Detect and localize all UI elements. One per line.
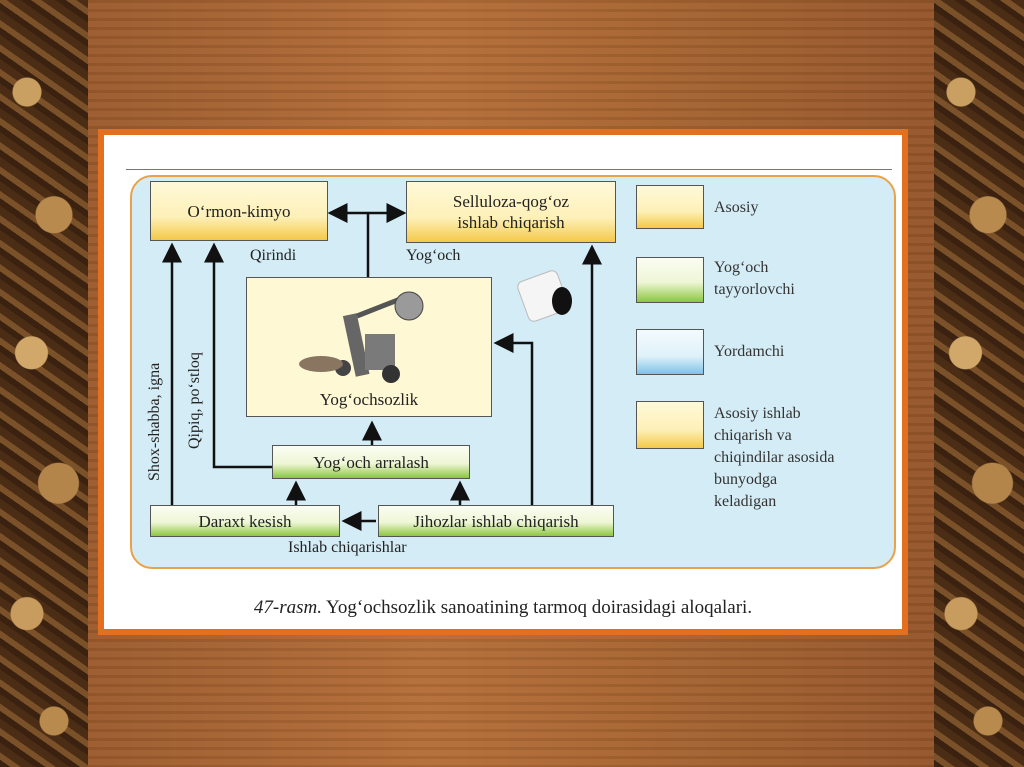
box-jihozlar-label: Jihozlar ishlab chiqarish	[413, 511, 579, 531]
legend-line: Yog‘och	[714, 259, 769, 276]
legend-line: Yordamchi	[714, 343, 785, 360]
legend-text-yordamchi: Yordamchi	[714, 341, 784, 363]
top-rule	[126, 169, 892, 170]
legend-swatch-yogoch-tayyorlovchi	[636, 257, 704, 303]
legend-text-asosiy-ishlab: Asosiy ishlab chiqarish va chiqindilar a…	[714, 403, 834, 513]
arrow-jihozlar-yogochsozlik	[493, 333, 534, 505]
timber-machine-illustration	[299, 291, 424, 383]
label-ishlab-chiqarishlar: Ishlab chiqarishlar	[288, 539, 407, 556]
box-daraxt-kesish-label: Daraxt kesish	[198, 511, 292, 531]
slide-image-frame: O‘rmon-kimyo Selluloza-qog‘oz ishlab chi…	[98, 129, 908, 635]
label-yogoch: Yog‘och	[406, 247, 461, 264]
legend-swatch-asosiy-ishlab	[636, 401, 704, 449]
legend-text-asosiy: Asosiy	[714, 197, 758, 219]
box-yogochsozlik: Yog‘ochsozlik	[246, 277, 492, 417]
legend-text-yogoch-tayyorlovchi: Yog‘och tayyorlovchi	[714, 257, 795, 301]
legend-swatch-asosiy	[636, 185, 704, 229]
label-qirindi: Qirindi	[250, 247, 297, 264]
legend-line: Asosiy ishlab	[714, 405, 801, 422]
box-selluloza-line2: ishlab chiqarish	[457, 213, 565, 232]
legend-line: chiqindilar asosida	[714, 449, 835, 466]
caption-prefix: 47-rasm.	[253, 597, 323, 618]
left-carving-ornament	[0, 0, 90, 767]
box-jihozlar: Jihozlar ishlab chiqarish	[378, 505, 614, 537]
caption-text: Yog‘ochsozlik sanoatining tarmoq doirasi…	[322, 597, 753, 618]
legend-swatch-yordamchi	[636, 329, 704, 375]
legend-line: tayyorlovchi	[714, 281, 795, 298]
legend-line: keladigan	[714, 493, 777, 510]
box-selluloza-line1: Selluloza-qog‘oz	[452, 192, 570, 211]
figure-caption: 47-rasm. Yog‘ochsozlik sanoatining tarmo…	[104, 597, 902, 619]
legend-line: Asosiy	[714, 199, 759, 216]
box-yogochsozlik-label: Yog‘ochsozlik	[319, 390, 419, 409]
box-selluloza: Selluloza-qog‘oz ishlab chiqarish	[406, 181, 616, 243]
arrow-qipiq	[204, 242, 272, 469]
connector-arrows	[162, 203, 602, 531]
legend-line: bunyodga	[714, 471, 778, 488]
box-ormon-kimyo-label: O‘rmon-kimyo	[187, 201, 291, 221]
legend-line: chiqarish va	[714, 427, 792, 444]
paper-roll-icon	[517, 270, 572, 322]
box-ormon-kimyo: O‘rmon-kimyo	[150, 181, 328, 241]
box-daraxt-kesish: Daraxt kesish	[150, 505, 340, 537]
box-yogoch-arralash: Yog‘och arralash	[272, 445, 470, 479]
label-shox-shabba: Shox-shabba, igna	[146, 362, 163, 481]
box-yogoch-arralash-label: Yog‘och arralash	[313, 452, 429, 472]
right-carving-ornament	[934, 0, 1024, 767]
label-qipiq: Qipiq, po‘stloq	[186, 352, 203, 449]
